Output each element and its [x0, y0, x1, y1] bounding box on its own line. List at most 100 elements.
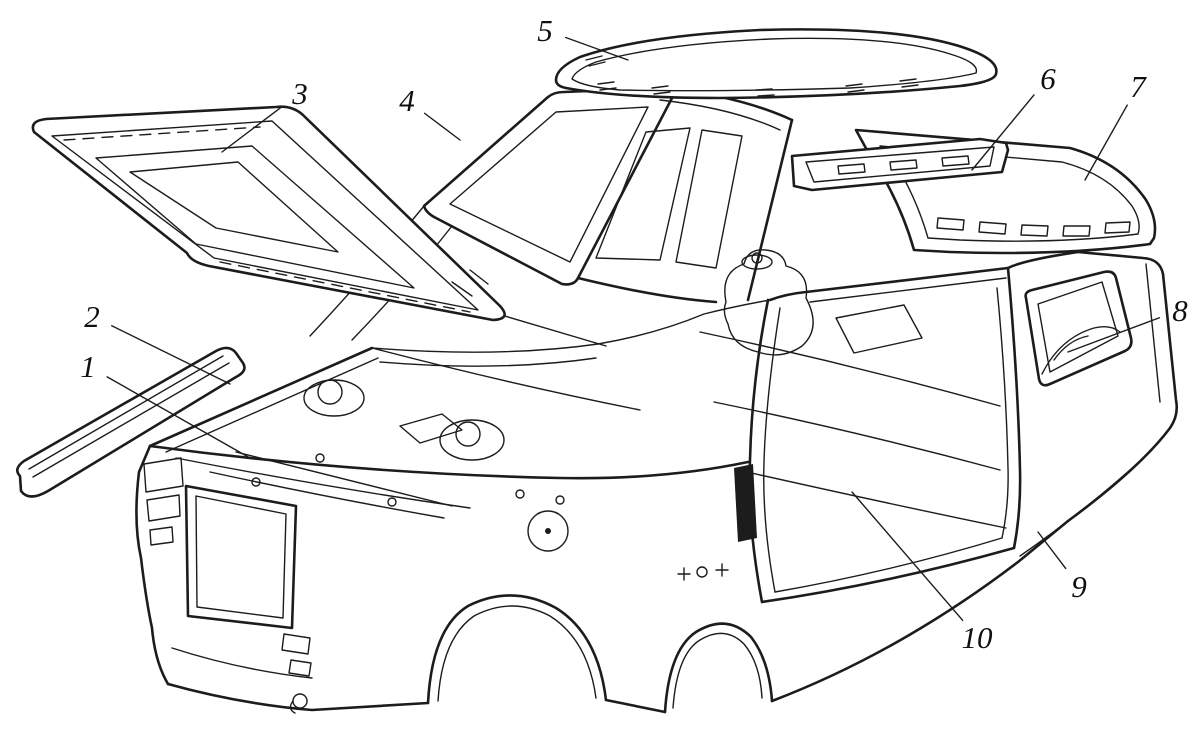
bay-hole-1: [251, 477, 261, 487]
hood-reinforcement: [95, 145, 415, 289]
shelf-slot-1: [837, 163, 866, 175]
tailgate-slot-5: [1104, 221, 1131, 234]
quarter-window-opening: [1024, 270, 1133, 387]
side-window-quarter: [675, 129, 743, 269]
strut-tower-near-cap: [455, 421, 481, 447]
bumper-bracket-1: [281, 633, 311, 655]
roof-clip-2: [651, 85, 671, 95]
callout-leader-1: [106, 376, 251, 459]
cabin-bottom-rail: [576, 276, 718, 304]
bay-hole-2: [387, 497, 397, 507]
callout-label-8: 8: [1172, 293, 1188, 328]
shelf-slot-2: [889, 159, 918, 171]
callout-leader-8: [1067, 317, 1161, 353]
hood: [31, 105, 607, 347]
bottom-front-edge: [166, 682, 430, 712]
strut-tower-far-cap: [317, 379, 343, 405]
tailgate-inner: [879, 145, 1140, 242]
roof-clip-3: [755, 88, 775, 97]
callout-leader-3: [221, 105, 284, 153]
tow-hook-stub: [289, 700, 296, 714]
fender-hole-center: [545, 528, 551, 534]
cowl-line-inner: [379, 357, 597, 367]
rear-wheel-arch: [663, 622, 774, 714]
hood-reinforcement-opening: [129, 161, 339, 253]
sill-strip: [15, 346, 246, 498]
door-rear-pillar: [1006, 266, 1022, 550]
tailgate-slot-3: [1020, 224, 1049, 237]
rear-shelf-panel: [790, 137, 1010, 192]
callout-label-10: 10: [962, 620, 994, 655]
roof-rail-top-inner: [659, 99, 781, 131]
rear-top-corner: [1006, 250, 1165, 276]
d-pillar-inner-line: [1145, 263, 1161, 403]
far-fender-inner: [165, 357, 379, 453]
rear-lower-edge: [770, 519, 1070, 703]
hood-dash-row-top: [63, 126, 261, 141]
headlamp-opening-2: [146, 494, 181, 522]
tailgate-slot-1: [936, 217, 965, 231]
bay-hole-3: [515, 489, 525, 499]
callout-label-2: 2: [84, 299, 100, 334]
alignment-plus-1: [677, 567, 691, 581]
tailgate-slot-4: [1062, 225, 1091, 237]
sill-strip-inner-1: [32, 362, 230, 478]
front-wheel-arch-inner: [437, 605, 597, 702]
radiator-opening-inner: [195, 495, 287, 619]
bay-rear-edge: [371, 347, 641, 411]
rear-character-line: [1019, 449, 1153, 557]
drip-rail-inner: [809, 277, 1007, 303]
shelf-slot-3: [941, 155, 970, 167]
rear-wheelhouse-line-2: [1053, 335, 1089, 361]
alignment-circle: [696, 566, 708, 578]
bay-hole-4: [315, 453, 325, 463]
callout-label-6: 6: [1040, 61, 1056, 96]
rear-face-edge: [1066, 272, 1179, 523]
headlamp-opening-3: [149, 526, 174, 546]
callout-leader-7: [1084, 104, 1128, 181]
callout-leader-9: [1037, 531, 1067, 570]
callout-label-4: 4: [399, 83, 415, 118]
roof-outer: [554, 28, 998, 100]
rear-wheelhouse-line: [1041, 325, 1121, 375]
door-rear-pillar-inner: [996, 287, 1009, 539]
callout-label-5: 5: [537, 13, 553, 48]
callout-label-3: 3: [291, 76, 308, 111]
callout-leader-10: [851, 491, 964, 622]
callout-leader-4: [423, 112, 461, 141]
headlamp-opening-1: [143, 457, 184, 493]
tailgate-slot-2: [978, 221, 1007, 235]
side-window-front: [595, 127, 691, 261]
hinge-pillar-inner: [763, 307, 781, 593]
sill-strip-outer: [15, 346, 246, 498]
strut-tower-near: [439, 419, 505, 461]
valance-line: [171, 647, 313, 679]
fender-hole: [527, 510, 569, 552]
radiator-opening: [184, 484, 298, 630]
sill-strip-inner-2: [28, 355, 224, 470]
floor-line-3: [737, 469, 1007, 529]
hinge-pillar-base-dark: [734, 464, 757, 542]
hood-inner-edge: [51, 120, 479, 311]
heater-cap: [741, 254, 773, 270]
bumper-bracket-2: [288, 659, 312, 677]
shelf-outer: [790, 137, 1010, 192]
callout-label-7: 7: [1130, 69, 1147, 104]
cowl-line: [371, 299, 771, 353]
quarter-window-inner: [1037, 281, 1119, 373]
roof-clip-4: [845, 83, 865, 93]
cabin-rear-pillar: [746, 118, 794, 302]
far-fender-top: [148, 346, 374, 448]
callout-label-1: 1: [80, 349, 96, 384]
hood-prop-rod: [497, 313, 607, 347]
callout-leader-2: [111, 325, 231, 385]
roof-panel: [554, 28, 998, 100]
roof-clip-6: [585, 55, 606, 67]
bay-inner-near: [175, 457, 471, 509]
floor-line-1: [699, 331, 1001, 407]
body-shell: [135, 249, 1179, 714]
callout-leader-6: [971, 94, 1035, 171]
